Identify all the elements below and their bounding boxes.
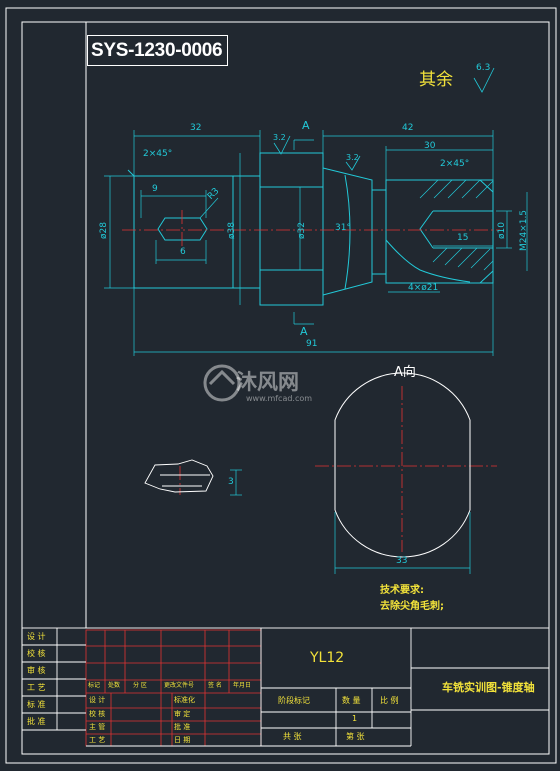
header-sign: 签 名: [208, 682, 222, 689]
dim-30: 30: [424, 141, 436, 151]
detail-dim: [230, 469, 242, 496]
sub-standardize: 标准化: [174, 696, 195, 704]
rest-roughness-label: 其余: [419, 70, 453, 90]
dim-dia-32: ø32: [296, 222, 307, 239]
dim-groove: 4×ø21: [408, 283, 439, 293]
center-lines: [122, 210, 500, 552]
dim-42: 42: [402, 123, 414, 133]
a-view: [334, 372, 471, 558]
dim-dia-10: ø10: [496, 222, 507, 239]
stage-mark: 阶段标记: [278, 696, 310, 705]
sub-design: 设 计: [89, 696, 106, 704]
drawing-number: SYS-1230-0006: [91, 40, 223, 61]
detail-sketch: [144, 459, 214, 493]
rest-roughness-value: 6.3: [476, 63, 491, 73]
header-date: 年月日: [233, 682, 252, 689]
a-view-dim: [334, 512, 471, 574]
dim-thread: M24×1.5: [519, 209, 530, 252]
title-block-lines: [85, 629, 262, 747]
dim-32: 32: [190, 123, 202, 133]
dim-33: 33: [396, 556, 408, 566]
header-doc: 更改文件号: [164, 682, 195, 689]
title-block-white: [21, 627, 550, 755]
label-process: 工 艺: [27, 683, 46, 692]
watermark-url: www.mfcad.com: [246, 394, 313, 403]
tech-req-title: 技术要求:: [380, 585, 424, 596]
view-a-label: A向: [394, 365, 416, 380]
dim-dia-28: ø28: [98, 222, 109, 239]
section-letter-bottom: A: [300, 325, 308, 338]
dim-taper-angle: 31°: [335, 223, 351, 233]
dim-dia-38: ø38: [226, 222, 237, 239]
dim-rough-1: 3.2: [273, 133, 286, 142]
section-letter-top: A: [302, 119, 310, 132]
dim-rough-2: 3.2: [346, 153, 359, 162]
sub-supervise: 主 管: [89, 723, 106, 731]
sub-process: 工 艺: [89, 736, 106, 744]
roughness-symbols: [273, 67, 495, 171]
header-mark: 标记: [88, 682, 101, 689]
outer-frame: [5, 7, 557, 764]
tech-req-item: 去除尖角毛刺;: [380, 601, 444, 612]
label-review: 审 核: [27, 666, 46, 675]
dimension-lines: [104, 130, 528, 356]
label-design: 设 计: [27, 632, 46, 641]
dim-3: 3: [228, 477, 234, 487]
sub-date: 日 期: [174, 736, 191, 744]
watermark-logo: [203, 364, 241, 402]
main-view: [127, 152, 494, 306]
header-zone: 分 区: [133, 682, 147, 689]
dim-chamfer-left: 2×45°: [143, 149, 173, 159]
dim-15: 15: [457, 233, 469, 243]
sheet-number: 第 张: [346, 732, 365, 741]
sub-check: 校 核: [89, 710, 106, 718]
sub-audit: 审 定: [174, 710, 191, 718]
watermark-brand: 沐风网: [236, 370, 299, 394]
header-count: 处数: [108, 682, 121, 689]
scale-label: 比 例: [380, 696, 399, 705]
section-hatch: [419, 179, 494, 271]
label-standard: 标 准: [27, 700, 46, 709]
dim-9: 9: [152, 184, 158, 194]
dim-chamfer-right: 2×45°: [440, 159, 470, 169]
drawing-number-box: [87, 35, 228, 66]
dim-6: 6: [180, 247, 186, 257]
quantity-label: 数 量: [342, 696, 361, 705]
material: YL12: [310, 650, 345, 666]
quantity-value: 1: [352, 714, 358, 723]
label-check: 校 核: [27, 649, 46, 658]
drawing-name: 车铣实训图-锥度轴: [442, 681, 535, 694]
sub-approve: 批 准: [174, 723, 191, 731]
label-approve: 批 准: [27, 717, 46, 726]
dim-91: 91: [306, 339, 318, 349]
total-sheets: 共 张: [283, 732, 302, 741]
